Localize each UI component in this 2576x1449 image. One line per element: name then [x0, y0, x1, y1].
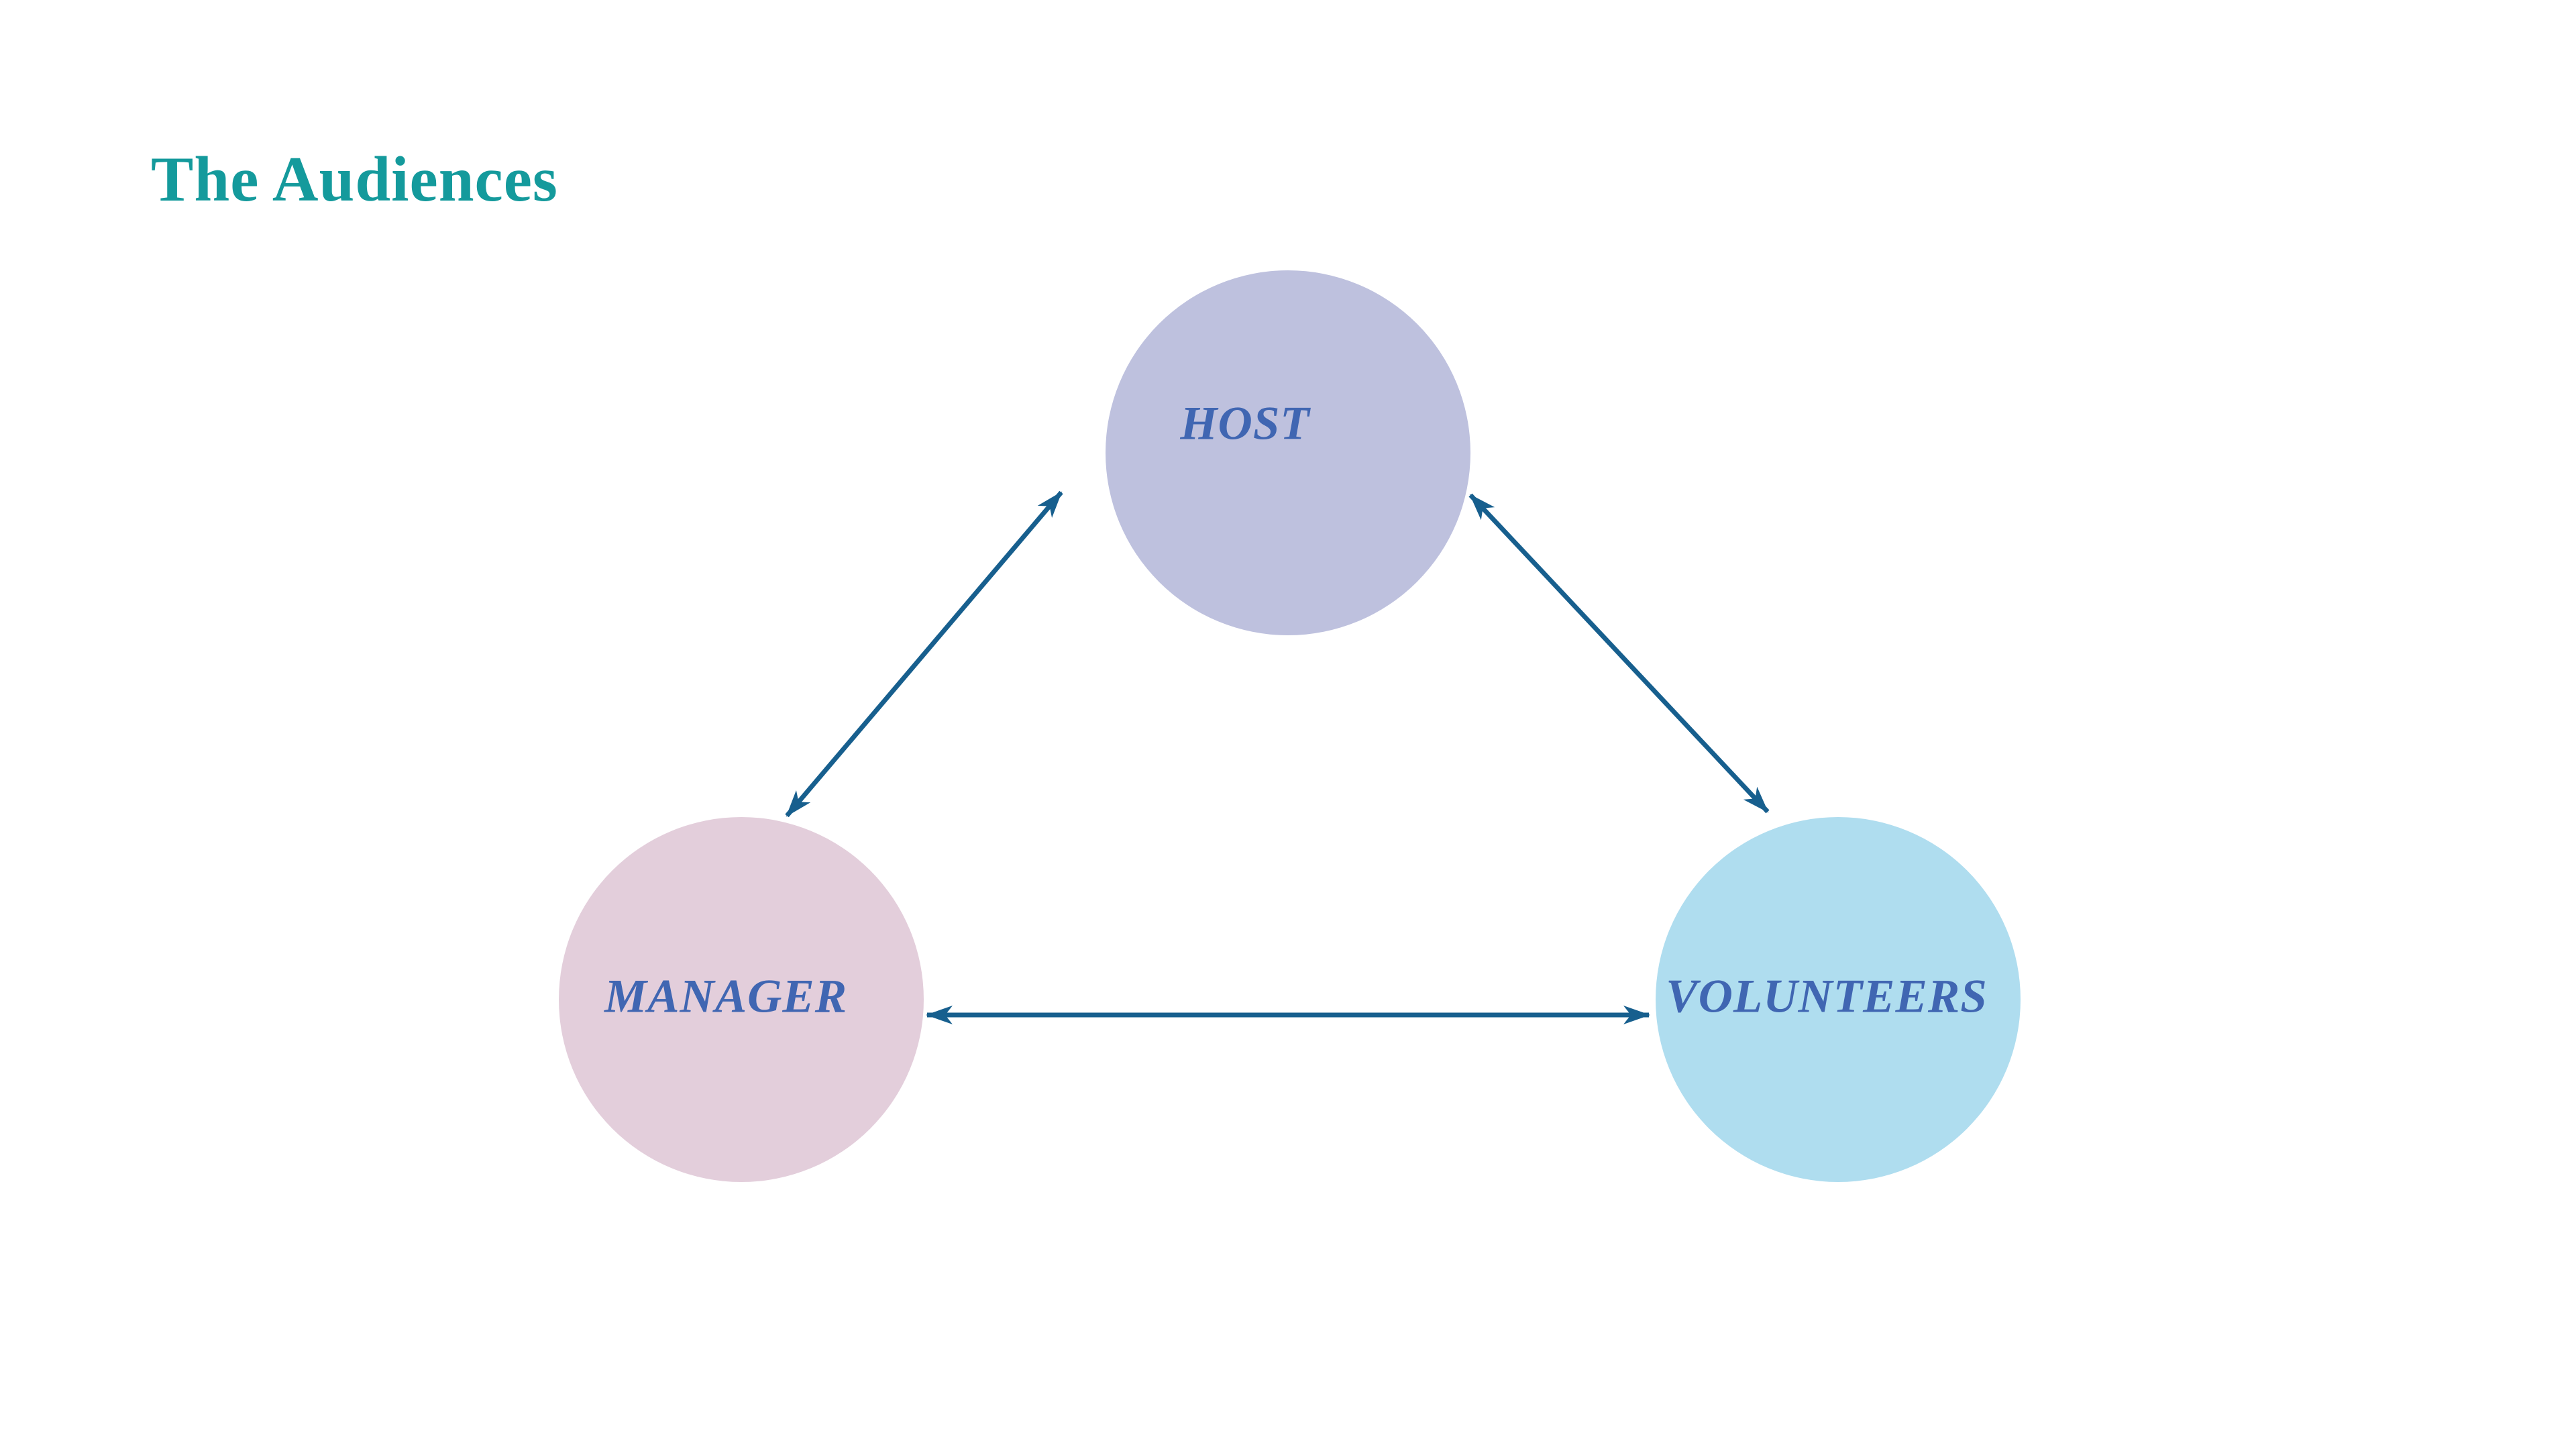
node-manager	[559, 817, 924, 1182]
node-volunteers-label: VOLUNTEERS	[1666, 970, 1988, 1023]
connector-manager-host	[785, 490, 1063, 818]
page-title: The Audiences	[151, 144, 558, 215]
node-volunteers	[1656, 817, 2021, 1182]
node-host	[1106, 270, 1470, 635]
connector-host-volunteers	[1468, 493, 1770, 814]
node-host-label: HOST	[1180, 397, 1310, 450]
node-manager-label: MANAGER	[604, 970, 848, 1023]
